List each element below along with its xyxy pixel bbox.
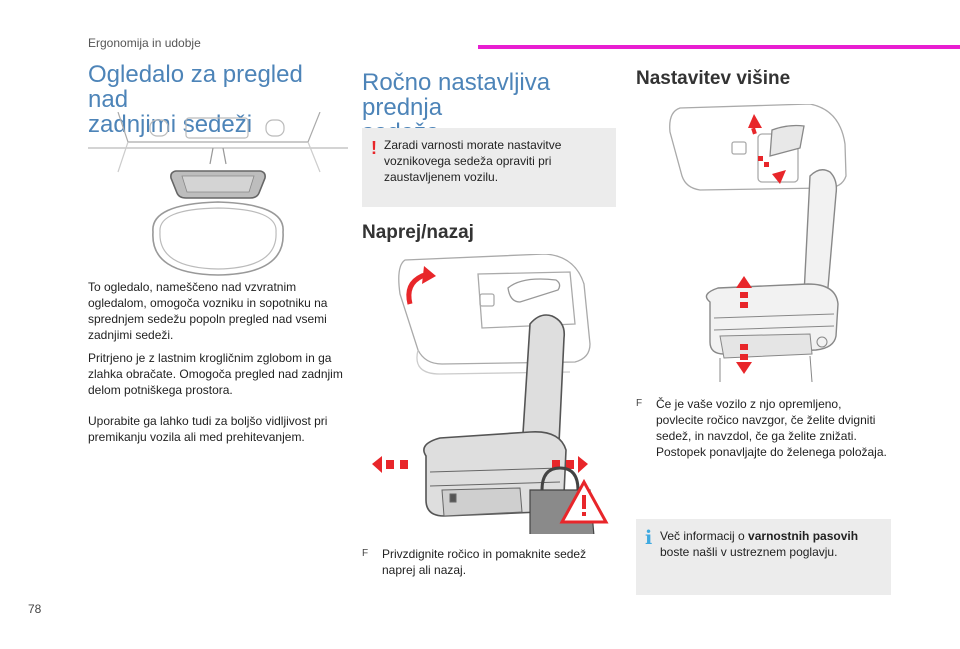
info-mark: i (645, 527, 653, 549)
mirror-text: To ogledalo, nameščeno nad vzvratnim ogl… (88, 279, 346, 445)
page-number: 78 (28, 602, 42, 616)
seat-slide-illustration (372, 254, 609, 534)
mirror-para-3: Uporabite ga lahko tudi za boljšo vidlji… (88, 414, 328, 444)
running-header: Ergonomija in udobje (88, 36, 201, 50)
forward-title: Naprej/nazaj (362, 222, 474, 243)
info-text: Več informacij o varnostnih pasovih bost… (660, 529, 859, 559)
forward-instruction-text: Privzdignite ročico in pomaknite sedež n… (382, 547, 587, 577)
info-box: i Več informacij o varnostnih pasovih bo… (636, 519, 891, 595)
mirror-illustration (88, 112, 348, 276)
warning-text: Zaradi varnosti morate nastavitve voznik… (384, 138, 562, 184)
seat-height-illustration (669, 104, 847, 383)
mirror-para-2: Pritrjeno je z lastnim krogličnim zglobo… (88, 351, 343, 397)
bullet-mark: F (636, 398, 643, 409)
seat-belts-reference: varnostnih pasovih (748, 529, 859, 543)
warning-box: ! Zaradi varnosti morate nastavitve vozn… (362, 128, 616, 207)
mirror-title: Ogledalo za pregled nad zadnjimi sedeži (88, 61, 303, 138)
bullet-mark: F (362, 548, 369, 559)
mirror-section: Ogledalo za pregled nad zadnjimi sedeži (88, 62, 346, 137)
height-instruction-text: Če je vaše vozilo z njo opremljeno, povl… (656, 397, 887, 459)
header-accent-bar (478, 45, 960, 49)
height-title: Nastavitev višine (636, 68, 791, 89)
warning-mark: ! (371, 138, 377, 158)
mirror-para-1: To ogledalo, nameščeno nad vzvratnim ogl… (88, 280, 328, 342)
warning-triangle-icon (559, 478, 609, 524)
